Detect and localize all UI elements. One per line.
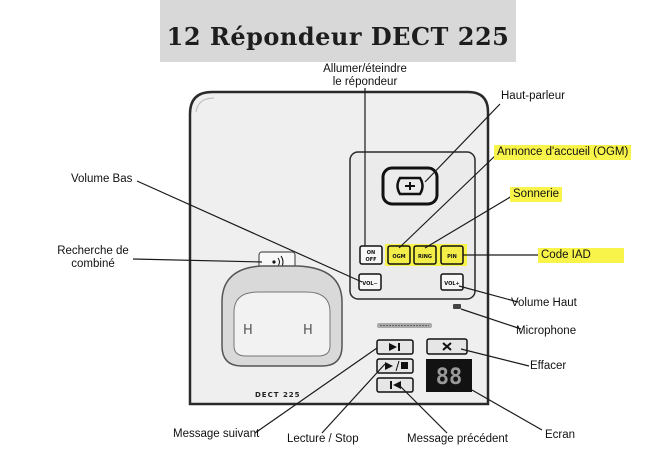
handset-cradle: H H	[221, 265, 343, 367]
play-stop-button	[376, 358, 414, 374]
microphone-icon	[453, 304, 461, 309]
charge-contact-left: H	[243, 323, 253, 338]
label-microphone: Microphone	[516, 325, 577, 337]
speaker-icon	[381, 166, 439, 206]
label-ringer: Sonnerie	[510, 187, 563, 202]
line-screen	[471, 389, 543, 431]
label-screen: Ecran	[545, 429, 576, 441]
display-digits: 88	[436, 365, 463, 390]
erase-button	[426, 338, 468, 355]
label-ogm: Annonce d'accueil (OGM)	[494, 145, 632, 160]
ring-text: RING	[418, 254, 432, 260]
line-vol-down	[136, 180, 363, 283]
label-iad: Code IAD	[538, 248, 624, 263]
ogm-button: OGM	[387, 245, 411, 265]
vol-minus-text: VOL−	[362, 281, 377, 287]
label-prev: Message précédent	[407, 433, 509, 445]
label-vol-up: Volume Haut	[511, 297, 577, 309]
model-label: DECT 225	[255, 391, 301, 399]
label-erase: Effacer	[530, 360, 567, 372]
pin-button: PIN	[440, 245, 464, 265]
page-title: 12 Répondeur DECT 225	[166, 22, 510, 51]
line-play-stop	[321, 363, 386, 434]
vol-plus-text: VOL+	[444, 281, 459, 287]
vol-plus-button: VOL+	[440, 273, 464, 291]
label-power-text: Allumer/éteindre le répondeur	[323, 63, 407, 88]
label-next: Message suivant	[173, 428, 260, 440]
on-off-bottom-text: OFF	[365, 257, 376, 263]
grille	[377, 323, 432, 328]
next-message-button	[376, 339, 414, 355]
led-display	[426, 359, 472, 392]
label-vol-down: Volume Bas	[71, 173, 133, 185]
charge-contact-right: H	[303, 323, 313, 338]
leader-lines	[132, 88, 543, 434]
label-power: Allumer/éteindre le répondeur	[300, 63, 430, 89]
vol-minus-button: VOL−	[358, 273, 382, 291]
line-ringer	[424, 192, 518, 249]
on-off-top-text: ON	[367, 250, 375, 256]
line-next	[254, 347, 378, 434]
line-speaker	[424, 103, 501, 183]
label-handset-search: Recherche de combiné	[50, 245, 136, 271]
previous-message-button	[376, 377, 414, 393]
line-vol-up	[458, 285, 519, 303]
line-handset-search	[132, 258, 263, 263]
pin-text: PIN	[447, 254, 457, 260]
ogm-text: OGM	[392, 254, 405, 260]
line-microphone	[460, 308, 522, 330]
line-ogm	[398, 153, 498, 249]
line-prev	[399, 385, 448, 434]
on-off-button: ON OFF	[359, 245, 383, 265]
label-play-stop: Lecture / Stop	[287, 433, 359, 445]
ring-button: RING	[413, 245, 437, 265]
label-speaker: Haut-parleur	[501, 90, 565, 102]
title-band	[160, 0, 516, 62]
label-handset-search-text: Recherche de combiné	[57, 245, 129, 270]
line-erase	[460, 348, 530, 367]
